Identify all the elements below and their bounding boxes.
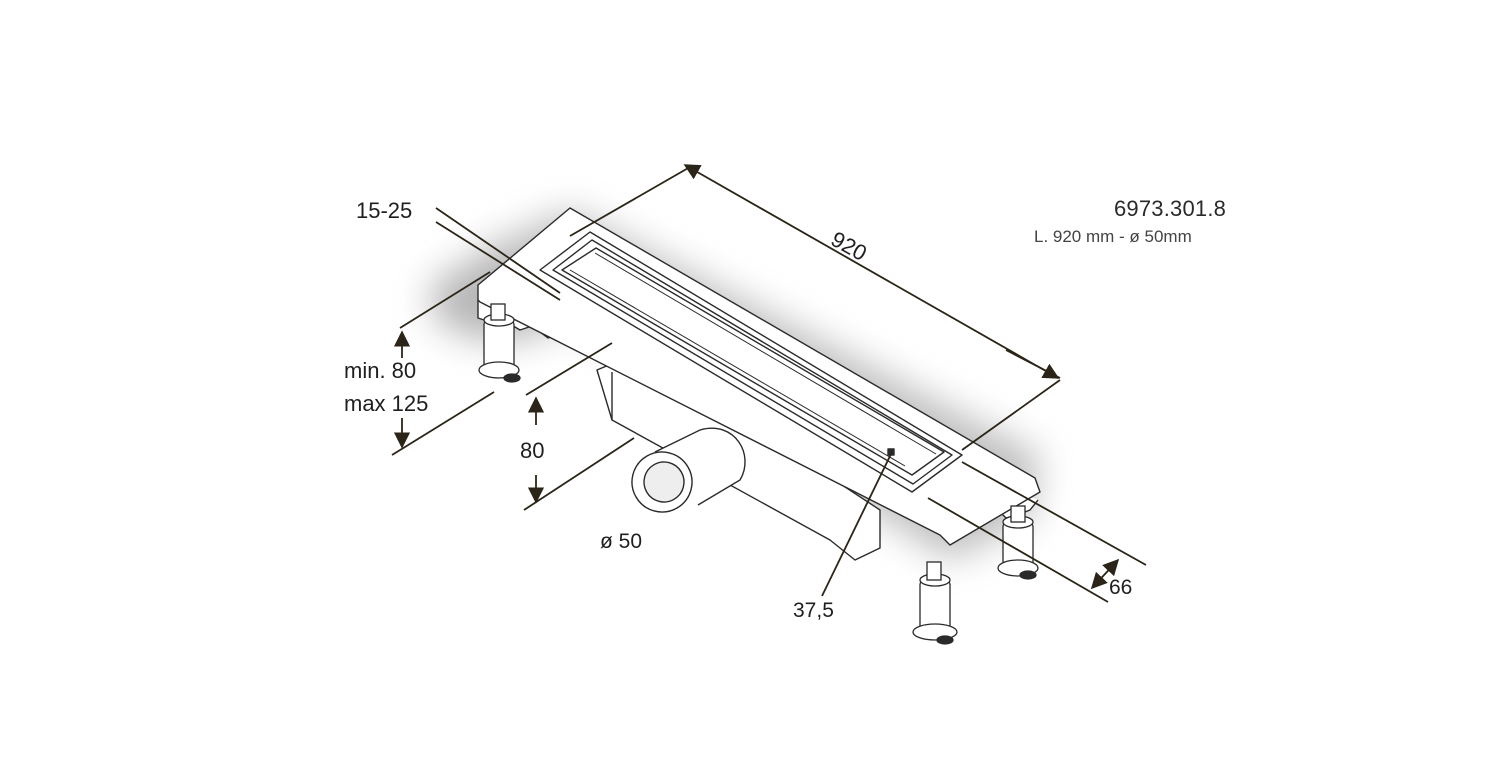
dim-body-width-line <box>1090 558 1120 590</box>
product-code: 6973.301.8 <box>1114 196 1227 221</box>
foot-right-front <box>912 561 958 645</box>
drain-body <box>477 207 1041 561</box>
dimension-lines <box>391 164 1147 603</box>
dim-grate-width-leader <box>821 451 893 597</box>
dim-outlet-diameter-label: ø 50 <box>600 530 643 553</box>
dim-length-line <box>683 164 1060 379</box>
dim-grate-height-line <box>435 207 561 294</box>
dim-max-height-label: max 125 <box>344 391 429 416</box>
dim-grate-width-label: 37,5 <box>793 599 834 622</box>
dim-min-height-label: min. 80 <box>344 358 417 383</box>
dim-body-width-label: 66 <box>1109 576 1133 599</box>
foot-right-back <box>997 505 1039 580</box>
dim-grate-height-label: 15-25 <box>356 198 413 223</box>
outlet-pipe <box>631 427 746 513</box>
dim-outlet-height-label: 80 <box>520 438 545 463</box>
product-spec: L. 920 mm - ø 50mm <box>1034 227 1192 246</box>
foot-left <box>478 303 521 383</box>
